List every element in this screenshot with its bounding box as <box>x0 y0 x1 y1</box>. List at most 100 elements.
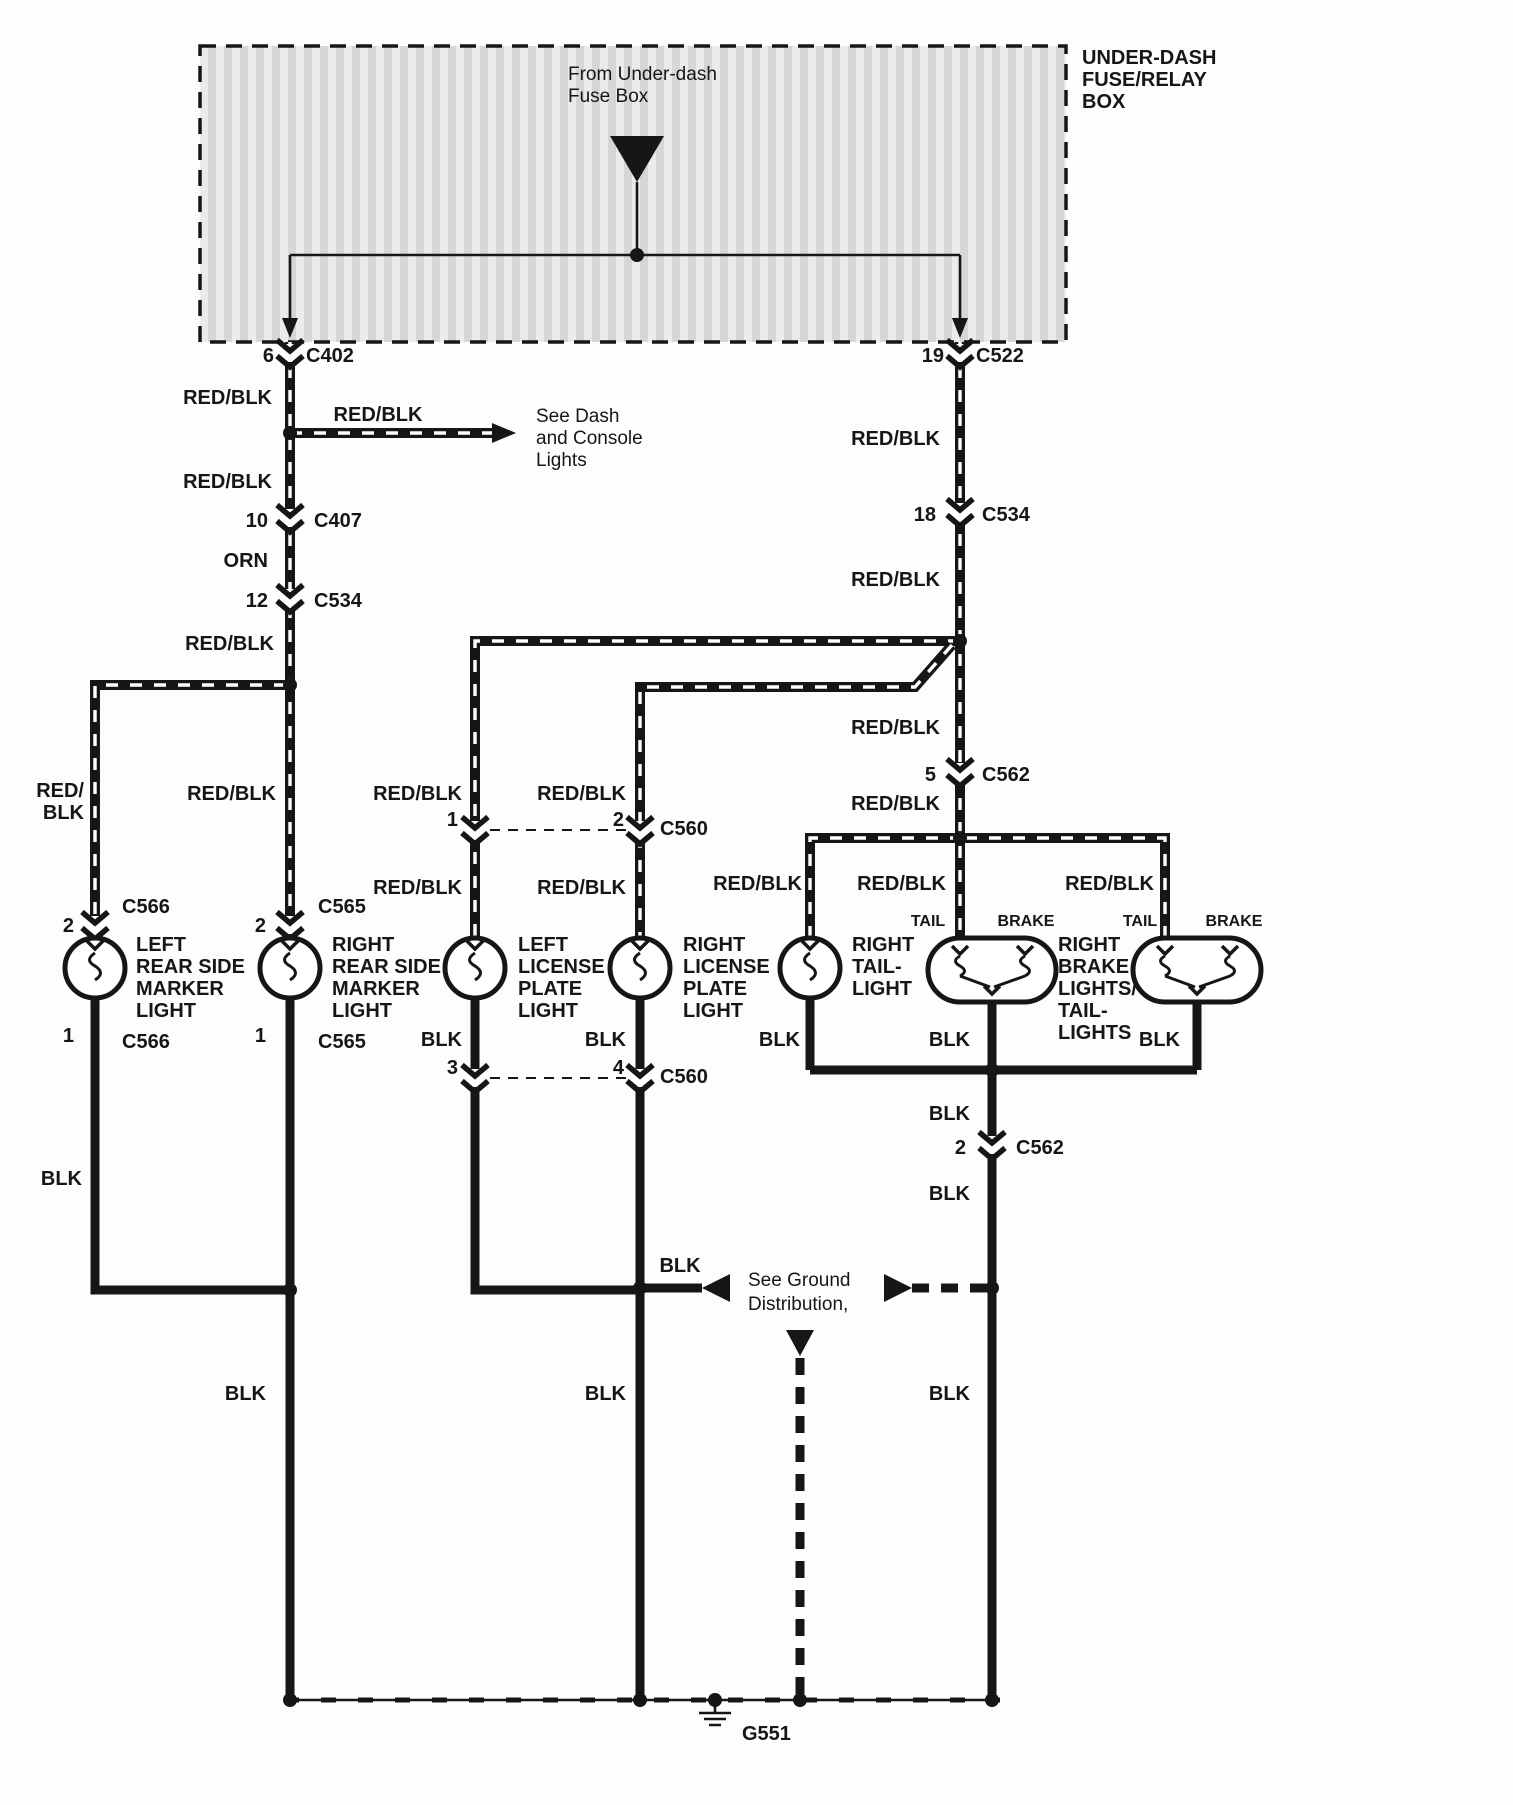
connector-name: C402 <box>306 345 354 367</box>
lamp-components <box>65 935 1264 1727</box>
right-license-plate-bulb <box>610 938 670 998</box>
connector-pin: 2 <box>613 809 624 831</box>
wire-color-label: BLK <box>1139 1029 1181 1051</box>
wire-color-label: RED/BLK <box>851 793 940 815</box>
connector-pin: 2 <box>255 915 266 937</box>
ground-symbol-g551 <box>699 1700 731 1727</box>
right-tail-light-bulb <box>780 938 840 998</box>
wire-color-label: RED/ <box>36 780 84 802</box>
connector-pin: 18 <box>914 504 936 526</box>
wire-color-label: BLK <box>929 1183 971 1205</box>
connector-pin: 1 <box>447 809 458 831</box>
see-dash-note: See Dash <box>536 406 619 427</box>
component-label: REAR SIDE <box>136 956 245 978</box>
fuse-box-title-line: FUSE/RELAY <box>1082 69 1208 91</box>
filament-label-brake: BRAKE <box>998 913 1055 930</box>
component-label: LIGHT <box>332 1000 392 1022</box>
wire-color-label: RED/BLK <box>851 569 940 591</box>
connector-pin: 4 <box>613 1057 625 1079</box>
component-label: LIGHTS/ <box>1058 978 1137 1000</box>
connector-pin: 5 <box>925 764 936 786</box>
see-dash-note: Lights <box>536 450 587 471</box>
flow-arrow-left <box>702 1274 730 1302</box>
connector-pin: 2 <box>955 1137 966 1159</box>
component-label: TAIL- <box>1058 1000 1108 1022</box>
connector-pin: 6 <box>263 345 274 367</box>
wire-color-label: BLK <box>929 1029 971 1051</box>
diagram-labels: 6 C402 19 C522 RED/BLK RED/BLK See Dash … <box>36 345 1263 1745</box>
fuse-box-body <box>200 46 1066 342</box>
connector-name: C565 <box>318 896 366 918</box>
see-dash-note: and Console <box>536 428 643 449</box>
wire-color-label: RED/BLK <box>857 873 946 895</box>
component-label: LIGHT <box>136 1000 196 1022</box>
flow-arrow-down <box>282 318 298 338</box>
connector-pin: 1 <box>255 1025 266 1047</box>
see-ground-note: See Ground <box>748 1270 850 1291</box>
wire-color-label: RED/BLK <box>537 877 626 899</box>
wire-color-label: BLK <box>421 1029 463 1051</box>
wire-color-label: BLK <box>43 802 85 824</box>
connector-name: C522 <box>976 345 1024 367</box>
connector-pin: 10 <box>246 510 268 532</box>
from-fuse-note: From Under-dash <box>568 64 717 85</box>
connector-name: C566 <box>122 896 170 918</box>
component-label: RIGHT <box>1058 934 1120 956</box>
connector-name: C407 <box>314 510 362 532</box>
component-label: REAR SIDE <box>332 956 441 978</box>
filament-label-tail: TAIL <box>911 913 946 930</box>
right-rear-side-marker-bulb <box>260 938 320 998</box>
flow-arrow-down <box>952 318 968 338</box>
connector-name: C560 <box>660 1066 708 1088</box>
see-ground-note: Distribution, <box>748 1294 848 1315</box>
fuse-box-title-line: UNDER-DASH <box>1082 47 1216 69</box>
connector-pin: 19 <box>922 345 944 367</box>
wire-color-label: BLK <box>585 1383 627 1405</box>
connector-name: C534 <box>314 590 363 612</box>
junction-dot <box>630 248 644 262</box>
fuse-box-border <box>198 44 1068 344</box>
component-label: LICENSE <box>518 956 605 978</box>
wire-color-label: ORN <box>224 550 268 572</box>
wire-color-label: BLK <box>929 1103 971 1125</box>
component-label: TAIL- <box>852 956 902 978</box>
connector-pin: 2 <box>63 915 74 937</box>
connector-c-letter: C <box>630 151 644 173</box>
component-label: MARKER <box>136 978 224 1000</box>
flow-arrow-down <box>786 1330 814 1356</box>
wire-color-label: BLK <box>41 1168 83 1190</box>
component-label: LIGHT <box>852 978 912 1000</box>
wire-color-label: RED/BLK <box>187 783 276 805</box>
component-label: LEFT <box>136 934 186 956</box>
wire-color-label: RED/BLK <box>183 471 272 493</box>
brake-tail-assembly-1 <box>925 935 1059 1005</box>
connector-name: C562 <box>982 764 1030 786</box>
connector-pin: 3 <box>447 1057 458 1079</box>
connector-name: C565 <box>318 1031 366 1053</box>
connector-c-triangle <box>610 136 664 182</box>
wire-color-label: RED/BLK <box>183 387 272 409</box>
wire-harness <box>90 342 1202 1703</box>
under-dash-fuse-relay-box: From Under-dash Fuse Box C <box>198 44 1068 344</box>
connector-pin: 1 <box>63 1025 74 1047</box>
flow-arrow-right <box>492 423 516 443</box>
junction-dots <box>283 426 999 1707</box>
left-license-plate-bulb <box>445 938 505 998</box>
ground-label: G551 <box>742 1723 791 1745</box>
component-label: LICENSE <box>683 956 770 978</box>
connector-name: C560 <box>660 818 708 840</box>
from-fuse-note: Fuse Box <box>568 86 649 107</box>
filament-label-brake: BRAKE <box>1206 913 1263 930</box>
component-label: PLATE <box>518 978 582 1000</box>
component-label: LIGHT <box>518 1000 578 1022</box>
component-label: LEFT <box>518 934 568 956</box>
connector-pin: 12 <box>246 590 268 612</box>
wire-color-label: BLK <box>659 1255 701 1277</box>
wire-color-label: RED/BLK <box>851 717 940 739</box>
flow-arrow-right <box>884 1274 912 1302</box>
filament-label-tail: TAIL <box>1123 913 1158 930</box>
fuse-box-title-line: BOX <box>1082 91 1126 113</box>
wire-color-label: RED/BLK <box>185 633 274 655</box>
